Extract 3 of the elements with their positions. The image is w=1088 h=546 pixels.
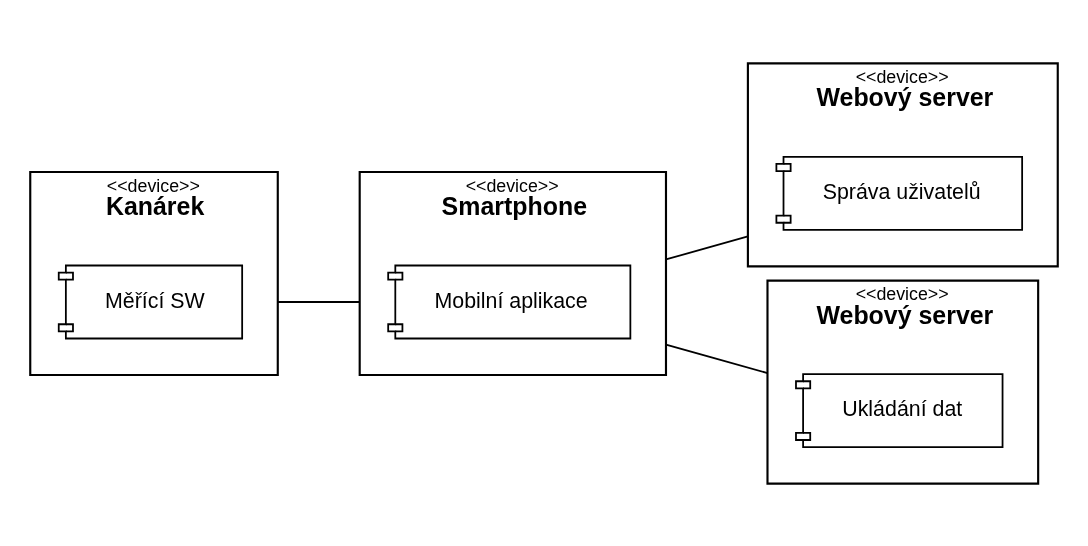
connector — [665, 343, 769, 374]
connector — [665, 235, 749, 260]
connector — [276, 300, 361, 303]
